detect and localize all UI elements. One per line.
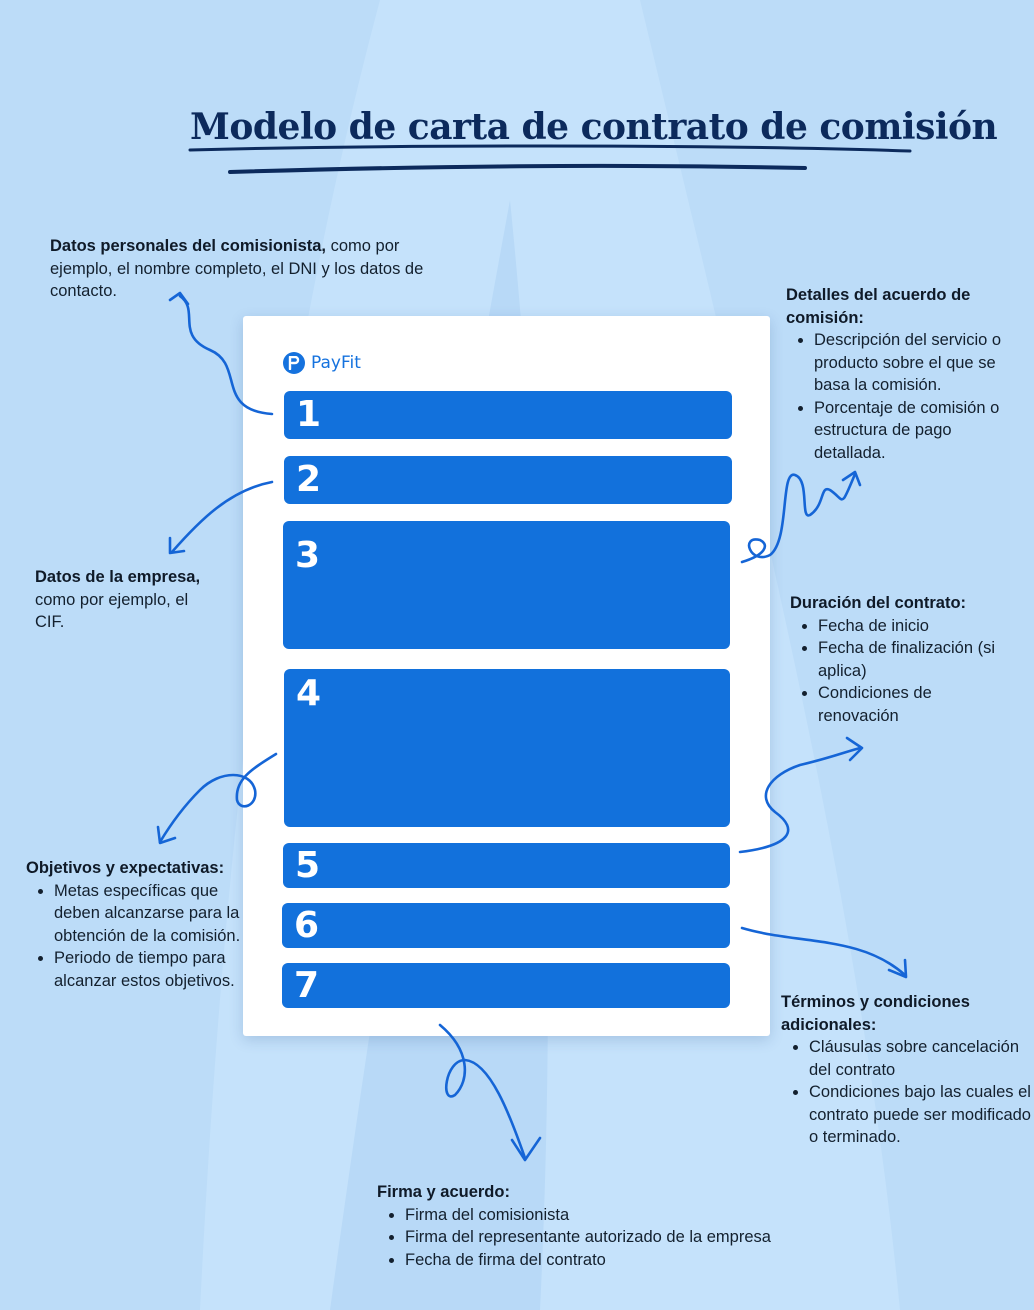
payfit-logo: PayFit — [283, 352, 361, 374]
list-item: Descripción del servicio o producto sobr… — [814, 329, 1011, 397]
list-item: Firma del representante autorizado de la… — [405, 1226, 807, 1249]
list-item: Metas específicas que deben alcanzarse p… — [54, 880, 241, 948]
list-item: Cláusulas sobre cancelación del contrato — [809, 1036, 1031, 1081]
list-item: Fecha de firma del contrato — [405, 1249, 807, 1272]
note-list: Firma del comisionista Firma del represe… — [377, 1204, 807, 1272]
list-item: Periodo de tiempo para alcanzar estos ob… — [54, 947, 241, 992]
note-objectives: Objetivos y expectativas: Metas específi… — [26, 857, 241, 992]
list-item: Porcentaje de comisión o estructura de p… — [814, 397, 1011, 465]
section-number: 3 — [295, 535, 321, 576]
section-number: 7 — [294, 965, 320, 1006]
note-agreement-details: Detalles del acuerdo de comisión: Descri… — [786, 284, 1011, 464]
list-item: Firma del comisionista — [405, 1204, 807, 1227]
section-block-3: 3 — [283, 521, 730, 649]
note-text: como por ejemplo, el CIF. — [35, 590, 189, 632]
contract-document: PayFit 1 2 3 4 5 6 7 — [243, 316, 770, 1036]
section-number: 1 — [296, 394, 322, 435]
note-duration: Duración del contrato: Fecha de inicio F… — [790, 592, 1015, 727]
section-number: 5 — [295, 845, 321, 886]
note-company-data: Datos de la empresa, como por ejemplo, e… — [35, 566, 215, 634]
note-heading: Objetivos y expectativas: — [26, 859, 225, 877]
note-heading: Duración del contrato: — [790, 594, 967, 612]
list-item: Condiciones bajo las cuales el contrato … — [809, 1081, 1031, 1149]
section-number: 2 — [296, 459, 322, 500]
section-block-6: 6 — [282, 903, 730, 948]
section-block-4: 4 — [284, 669, 730, 827]
section-block-1: 1 — [284, 391, 732, 439]
section-number: 4 — [296, 673, 322, 714]
note-personal-data: Datos personales del comisionista, como … — [50, 235, 450, 303]
note-heading: Detalles del acuerdo de comisión: — [786, 286, 971, 327]
note-additional-terms: Términos y condiciones adicionales: Cláu… — [781, 991, 1031, 1149]
page-title: Modelo de carta de contrato de comisión — [190, 106, 998, 148]
note-list: Cláusulas sobre cancelación del contrato… — [781, 1036, 1031, 1149]
section-block-5: 5 — [283, 843, 730, 888]
note-heading: Firma y acuerdo: — [377, 1183, 510, 1201]
payfit-logo-icon — [283, 352, 305, 374]
note-list: Fecha de inicio Fecha de finalización (s… — [790, 615, 1015, 728]
note-list: Descripción del servicio o producto sobr… — [786, 329, 1011, 464]
list-item: Fecha de finalización (si aplica) — [818, 637, 1015, 682]
note-heading: Términos y condiciones adicionales: — [781, 993, 970, 1034]
section-block-2: 2 — [284, 456, 732, 504]
payfit-logo-text: PayFit — [311, 353, 361, 373]
note-list: Metas específicas que deben alcanzarse p… — [26, 880, 241, 993]
note-heading: Datos de la empresa, — [35, 568, 201, 586]
note-text: como por ejemplo, el nombre completo, el… — [50, 237, 424, 300]
title-underline — [188, 144, 912, 174]
note-signature: Firma y acuerdo: Firma del comisionista … — [377, 1181, 807, 1271]
section-number: 6 — [294, 905, 320, 946]
note-heading: Datos personales del comisionista, — [50, 237, 327, 255]
list-item: Condiciones de renovación — [818, 682, 1015, 727]
section-block-7: 7 — [282, 963, 730, 1008]
list-item: Fecha de inicio — [818, 615, 1015, 638]
